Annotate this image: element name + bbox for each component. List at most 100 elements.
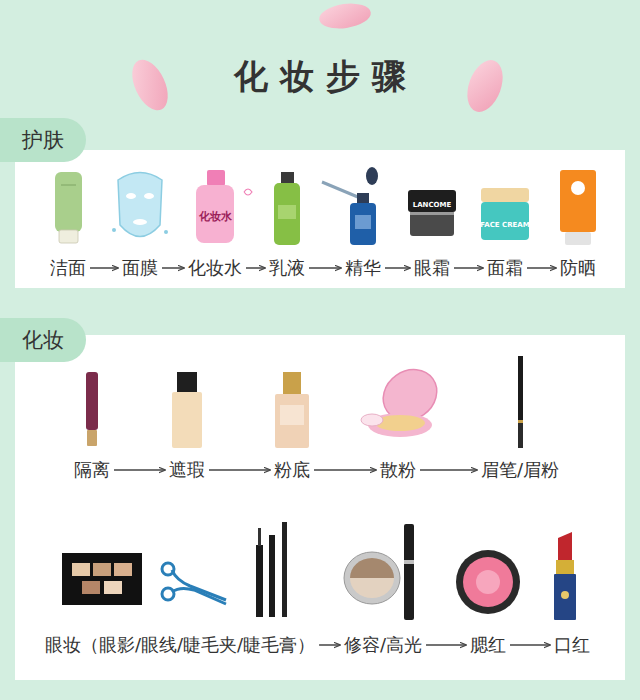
step-label: 散粉 — [380, 459, 416, 480]
eye-cream-icon — [410, 212, 454, 215]
step-label: 遮瑕 — [169, 459, 205, 480]
lipstick-icon — [556, 560, 574, 574]
toner-icon — [244, 189, 252, 195]
mask-icon — [118, 173, 162, 237]
eyeshadow-icon — [62, 553, 142, 605]
step-arrow — [420, 469, 477, 471]
product-label: FACE CREAM — [480, 221, 529, 229]
powder-icon — [368, 413, 432, 437]
serum-icon — [366, 167, 378, 185]
step-arrow — [114, 469, 165, 471]
step-arrow — [454, 267, 483, 269]
step-label: 面霜 — [487, 257, 523, 278]
concealer-icon — [172, 372, 202, 448]
step-label: 眉笔/眉粉 — [481, 459, 559, 480]
section-panel: 护肤洁面面膜化妆水乳液精华眼霜面霜防晒 — [15, 150, 625, 288]
contour-icon — [404, 524, 414, 620]
step-arrow — [90, 267, 118, 269]
step-label: 修容/高光 — [344, 634, 422, 655]
step-arrow — [209, 469, 270, 471]
title-holder: 化妆步骤 — [0, 54, 640, 100]
blush-icon — [456, 550, 520, 614]
serum-icon — [357, 193, 369, 203]
section-title: 化妆 — [22, 326, 64, 354]
lotion-icon — [278, 205, 296, 219]
mask-icon — [133, 219, 147, 225]
step-item: 面膜 — [122, 256, 158, 280]
foundation-icon — [275, 394, 309, 448]
lipstick-icon — [561, 591, 569, 599]
step-label: 隔离 — [74, 459, 110, 480]
contour-icon — [350, 578, 394, 598]
eyeshadow-icon — [62, 553, 142, 605]
step-item: 乳液 — [269, 256, 305, 280]
concealer-icon — [177, 372, 197, 392]
step-arrow — [527, 267, 556, 269]
step-item: 隔离 — [74, 458, 110, 482]
step-label: 眼妆（眼影/眼线/睫毛夹/睫毛膏） — [45, 634, 315, 655]
step-arrow — [426, 644, 466, 646]
petals — [318, 0, 373, 31]
mask-icon — [112, 173, 168, 237]
mask-icon — [144, 193, 154, 199]
brow-pencil-icon — [518, 356, 523, 422]
eyeshadow-icon — [104, 581, 122, 594]
step-arrow — [385, 267, 410, 269]
step-label: 洁面 — [50, 257, 86, 278]
step-item: 精华 — [345, 256, 381, 280]
label-holder: FACE CREAM — [480, 212, 529, 231]
cleanser-icon — [55, 172, 82, 243]
primer-icon — [86, 372, 98, 446]
step-item: 腮红 — [470, 633, 506, 657]
step-arrow — [162, 267, 184, 269]
sunscreen-icon — [565, 232, 591, 245]
petals — [125, 54, 175, 116]
sunscreen-icon — [560, 170, 596, 232]
blush-icon — [463, 557, 513, 607]
powder-icon — [361, 414, 383, 426]
step-item: 粉底 — [274, 458, 310, 482]
step-label: 防晒 — [560, 257, 596, 278]
section-tab: 化妆 — [0, 318, 86, 362]
step-arrow — [314, 469, 376, 471]
section-title: 护肤 — [22, 126, 64, 154]
label-holder: LANCOME — [413, 192, 452, 211]
lotion-icon — [281, 172, 294, 184]
blush-icon — [476, 570, 500, 594]
step-label: 精华 — [345, 257, 381, 278]
foundation-icon — [280, 405, 304, 425]
eye-cream-icon — [410, 212, 454, 236]
primer-icon — [86, 372, 98, 430]
lotion-icon — [274, 172, 300, 245]
product-label: 化妆水 — [199, 209, 232, 224]
title: 化妆步骤 — [222, 54, 418, 100]
concealer-icon — [172, 392, 202, 448]
eyelash-curler-icon — [162, 563, 226, 604]
step-label: 口红 — [554, 634, 590, 655]
label-holder: 化妆水 — [199, 205, 232, 224]
section-panel: 化妆隔离遮瑕粉底散粉眉笔/眉粉眼妆（眼影/眼线/睫毛夹/睫毛膏）修容/高光腮红口… — [15, 335, 625, 680]
contour-icon — [344, 524, 414, 620]
eyeshadow-icon — [93, 563, 111, 576]
serum-icon — [322, 167, 378, 245]
brow-pencil-icon — [518, 420, 523, 423]
step-item: 散粉 — [380, 458, 416, 482]
cleanser-icon — [55, 172, 82, 232]
powder-icon — [373, 359, 446, 430]
eyeshadow-icon — [82, 581, 100, 594]
brow-pencil-icon — [518, 356, 523, 448]
step-arrow — [246, 267, 265, 269]
mask-icon — [126, 193, 136, 199]
contour-icon — [404, 560, 414, 564]
step-item: 眼妆（眼影/眼线/睫毛夹/睫毛膏） — [45, 633, 315, 657]
foundation-icon — [275, 372, 309, 448]
face-cream-icon — [481, 188, 529, 202]
step-item: 口红 — [554, 633, 590, 657]
eyeshadow-icon — [114, 563, 132, 576]
lipstick-icon — [558, 532, 572, 560]
petals — [461, 55, 510, 117]
section-tab: 护肤 — [0, 118, 86, 162]
toner-icon — [196, 170, 252, 243]
